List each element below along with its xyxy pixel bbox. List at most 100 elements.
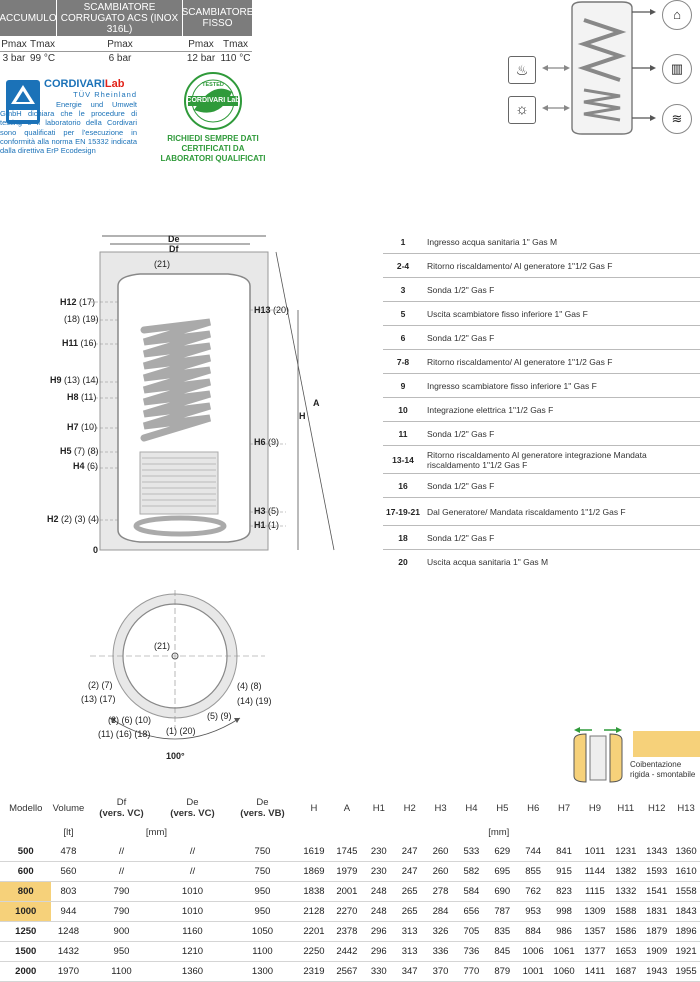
label-h6: H6 (9) (254, 437, 280, 447)
insulation-line2: rigida - smontabile (630, 770, 696, 779)
cell-h9: 1115 (579, 881, 611, 902)
cell-volume: 1432 (51, 941, 86, 962)
cell-h2: 347 (394, 961, 426, 982)
insulation-line1: Coibentazione (630, 760, 682, 769)
cell-h9: 1309 (579, 901, 611, 922)
header-h13: H13 (677, 802, 695, 814)
cell-model: 2000 (0, 961, 52, 982)
cell-de-vb: 950 (227, 881, 298, 902)
legend-description: Dal Generatore/ Mandata riscaldamento 1"… (427, 506, 626, 517)
certified-data-notice: RICHIEDI SEMPRE DATI CERTIFICATI DA LABO… (160, 134, 266, 163)
cell-h9: 1144 (579, 861, 611, 882)
insulation-caption: Coibentazione rigida - smontabile (630, 760, 700, 780)
cell-h9: 1357 (579, 921, 611, 942)
cell-a: 2270 (330, 901, 364, 922)
label-h5: H5 (7) (8) (60, 446, 99, 456)
radiator-icon: ▥ (662, 54, 692, 84)
legend-description: Sonda 1/2" Gas F (427, 332, 495, 343)
cell-h3: 370 (425, 961, 456, 982)
cell-h7: 1060 (548, 961, 580, 982)
cordivari-lab-badge (180, 70, 246, 132)
legend-number: 13-14 (392, 454, 414, 465)
spec-header-accumulo: ACCUMULO (0, 0, 57, 36)
cell-model: 500 (0, 842, 52, 862)
cell-h1: 230 (363, 842, 395, 862)
cell-h12: 1541 (641, 881, 673, 902)
legend-description: Ritorno riscaldamento/ Al generatore 1"1… (427, 260, 613, 271)
cell-h5: 695 (486, 861, 518, 882)
legend-description: Ingresso acqua sanitaria 1" Gas M (427, 236, 558, 247)
legend-description: Sonda 1/2" Gas F (427, 284, 495, 295)
spec-pmax-1: Pmax (1, 39, 27, 50)
cell-de: // (157, 861, 228, 882)
label-h3: H3 (5) (254, 506, 280, 516)
cell-volume: 1970 (51, 961, 86, 982)
cell-h5: 835 (486, 921, 518, 942)
cell-a: 1745 (330, 842, 364, 862)
label-h2: H2 (2) (3) (4) (47, 514, 100, 524)
cell-volume: 944 (51, 901, 86, 922)
legend-description: Uscita acqua sanitaria 1" Gas M (427, 556, 549, 567)
tank-plan-drawing (80, 590, 280, 765)
cell-h7: 986 (548, 921, 580, 942)
legend-number: 7-8 (396, 356, 410, 367)
legend-row: 17-19-21 Dal Generatore/ Mandata riscalda… (383, 498, 700, 526)
spec-temp-fisso: 110 °C (220, 53, 251, 64)
cell-volume: 478 (51, 842, 86, 862)
cell-h6: 1006 (517, 941, 549, 962)
plan-label-4-8: (4) (8) (237, 681, 262, 691)
label-h9: H9 (13) (14) (50, 375, 99, 385)
header-h12: H12 (647, 802, 666, 814)
fire-icon: ♨ (508, 56, 536, 84)
legend-description: Sonda 1/2" Gas F (427, 532, 495, 543)
cell-df: // (85, 861, 158, 882)
legend-number: 9 (400, 380, 406, 391)
cell-h5: 787 (486, 901, 518, 922)
cell-h: 1869 (297, 861, 331, 882)
spec-temp-accumulo: 99 °C (29, 53, 56, 64)
cell-h3: 260 (425, 861, 456, 882)
cell-h13: 1610 (672, 861, 700, 882)
unit-lt: [lt] (63, 827, 74, 838)
label-h11: H11 (16) (62, 338, 97, 348)
label-h13: H13 (20) (254, 305, 290, 315)
header-h11: H11 (617, 802, 635, 814)
legend-description: Integrazione elettrica 1"1/2 Gas F (427, 404, 554, 415)
cell-h12: 1831 (641, 901, 673, 922)
header-h9: H9 (588, 802, 601, 814)
cell-df: 790 (85, 901, 158, 922)
plan-center-label: (21) (154, 641, 171, 651)
cell-model: 1500 (0, 941, 52, 962)
cell-h9: 1377 (579, 941, 611, 962)
cell-df: 900 (85, 921, 158, 942)
cell-h6: 744 (517, 842, 549, 862)
tuv-logo (6, 80, 40, 124)
cell-h2: 265 (394, 881, 426, 902)
cell-h4: 656 (455, 901, 487, 922)
legend-number: 3 (400, 284, 406, 295)
spec-tmax-3: Tmax (223, 39, 248, 50)
unit-mm-vc: [mm] (145, 827, 168, 838)
cell-h13: 1921 (672, 941, 700, 962)
header-de: De(vers. VC) (170, 797, 215, 819)
plan-label-13-17: (13) (17) (81, 694, 116, 704)
floor-heating-icon: ≋ (662, 104, 692, 134)
cell-h1: 296 (363, 921, 395, 942)
df-label: Df (169, 244, 179, 254)
cell-h3: 336 (425, 941, 456, 962)
spec-pressure-corrugato: 6 bar (108, 53, 132, 64)
cell-h11: 1586 (610, 921, 642, 942)
unit-mm: [mm] (488, 827, 510, 838)
cell-df: // (85, 842, 158, 862)
legend-number: 20 (398, 556, 408, 567)
legend-number: 17-19-21 (385, 506, 421, 517)
